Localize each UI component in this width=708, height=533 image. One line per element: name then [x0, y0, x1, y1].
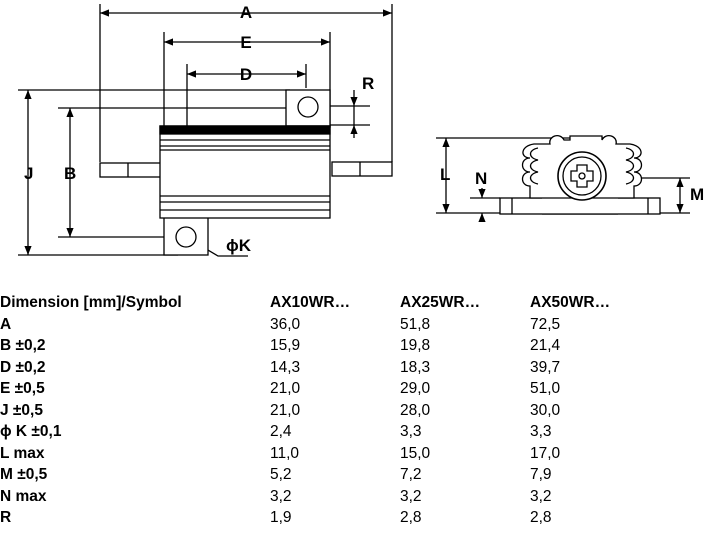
cell-ax10wr: 36,0 — [270, 315, 301, 333]
row-symbol: N max — [0, 487, 47, 505]
row-symbol: A — [0, 315, 12, 333]
row-symbol: R — [0, 509, 12, 526]
resistor-dimension-drawing: A E D R J B ϕK L N M — [18, 3, 704, 257]
side-view — [436, 134, 690, 222]
cell-ax25wr: 29,0 — [400, 380, 431, 397]
cell-ax50wr: 2,8 — [530, 509, 552, 526]
table-row: B ±0,2 15,9 19,8 21,4 — [0, 335, 660, 357]
cell-ax10wr: 21,0 — [270, 401, 301, 419]
front-view — [18, 4, 393, 257]
cell-ax25wr: 3,3 — [400, 423, 422, 440]
header-dimension: Dimension [mm]/Symbol — [0, 294, 182, 311]
table-row: D ±0,2 14,3 18,3 39,7 — [0, 357, 660, 379]
cell-ax25wr: 19,8 — [400, 337, 431, 354]
cell-ax50wr: 39,7 — [530, 358, 561, 376]
label-k: ϕK — [226, 236, 252, 255]
cell-ax10wr: 1,9 — [270, 509, 292, 526]
cell-ax50wr: 7,9 — [530, 466, 552, 483]
label-b: B — [64, 164, 76, 183]
label-r: R — [362, 74, 374, 93]
label-m: M — [690, 185, 704, 204]
cell-ax10wr: 2,4 — [270, 423, 292, 440]
table-row: L max 11,0 15,0 17,0 — [0, 443, 660, 465]
label-n: N — [475, 169, 487, 188]
row-symbol: B ±0,2 — [0, 337, 46, 354]
table-row: M ±0,5 5,2 7,2 7,9 — [0, 464, 660, 486]
row-symbol: M ±0,5 — [0, 466, 48, 483]
table-row: N max 3,2 3,2 3,2 — [0, 486, 660, 508]
cell-ax10wr: 15,9 — [270, 337, 301, 354]
table-row: ϕ K ±0,1 2,4 3,3 3,3 — [0, 421, 660, 443]
cell-ax50wr: 72,5 — [530, 315, 561, 333]
cell-ax25wr: 51,8 — [400, 315, 431, 333]
cell-ax25wr: 3,2 — [400, 487, 422, 505]
cell-ax25wr: 18,3 — [400, 358, 431, 376]
header-ax25wr: AX25WR… — [400, 294, 481, 311]
cell-ax50wr: 17,0 — [530, 444, 561, 462]
row-symbol: ϕ K ±0,1 — [0, 423, 62, 440]
row-symbol: E ±0,5 — [0, 380, 45, 397]
cell-ax50wr: 21,4 — [530, 337, 561, 354]
cell-ax25wr: 28,0 — [400, 401, 431, 419]
table-row: A 36,0 51,8 72,5 — [0, 314, 660, 336]
cell-ax25wr: 2,8 — [400, 509, 422, 526]
label-j: J — [24, 164, 33, 183]
table-header-row: Dimension [mm]/Symbol AX10WR… AX25WR… AX… — [0, 292, 660, 314]
cell-ax50wr: 51,0 — [530, 380, 561, 397]
cell-ax50wr: 30,0 — [530, 401, 561, 419]
cell-ax50wr: 3,2 — [530, 487, 552, 505]
row-symbol: J ±0,5 — [0, 401, 43, 419]
table-row: R 1,9 2,8 2,8 — [0, 507, 660, 529]
table-row: E ±0,5 21,0 29,0 51,0 — [0, 378, 660, 400]
label-d: D — [240, 65, 252, 84]
cell-ax25wr: 7,2 — [400, 466, 422, 483]
cell-ax25wr: 15,0 — [400, 444, 431, 462]
cell-ax10wr: 3,2 — [270, 487, 292, 505]
dimension-table: Dimension [mm]/Symbol AX10WR… AX25WR… AX… — [0, 292, 660, 529]
label-l: L — [440, 165, 450, 184]
header-ax50wr: AX50WR… — [530, 294, 611, 311]
cell-ax50wr: 3,3 — [530, 423, 552, 440]
table-row: J ±0,5 21,0 28,0 30,0 — [0, 400, 660, 422]
row-symbol: L max — [0, 444, 45, 462]
cell-ax10wr: 14,3 — [270, 358, 301, 376]
cell-ax10wr: 21,0 — [270, 380, 301, 397]
row-symbol: D ±0,2 — [0, 358, 46, 376]
header-ax10wr: AX10WR… — [270, 294, 351, 311]
label-e: E — [240, 33, 251, 52]
label-a: A — [240, 3, 252, 22]
cell-ax10wr: 5,2 — [270, 466, 292, 483]
cell-ax10wr: 11,0 — [270, 444, 300, 462]
